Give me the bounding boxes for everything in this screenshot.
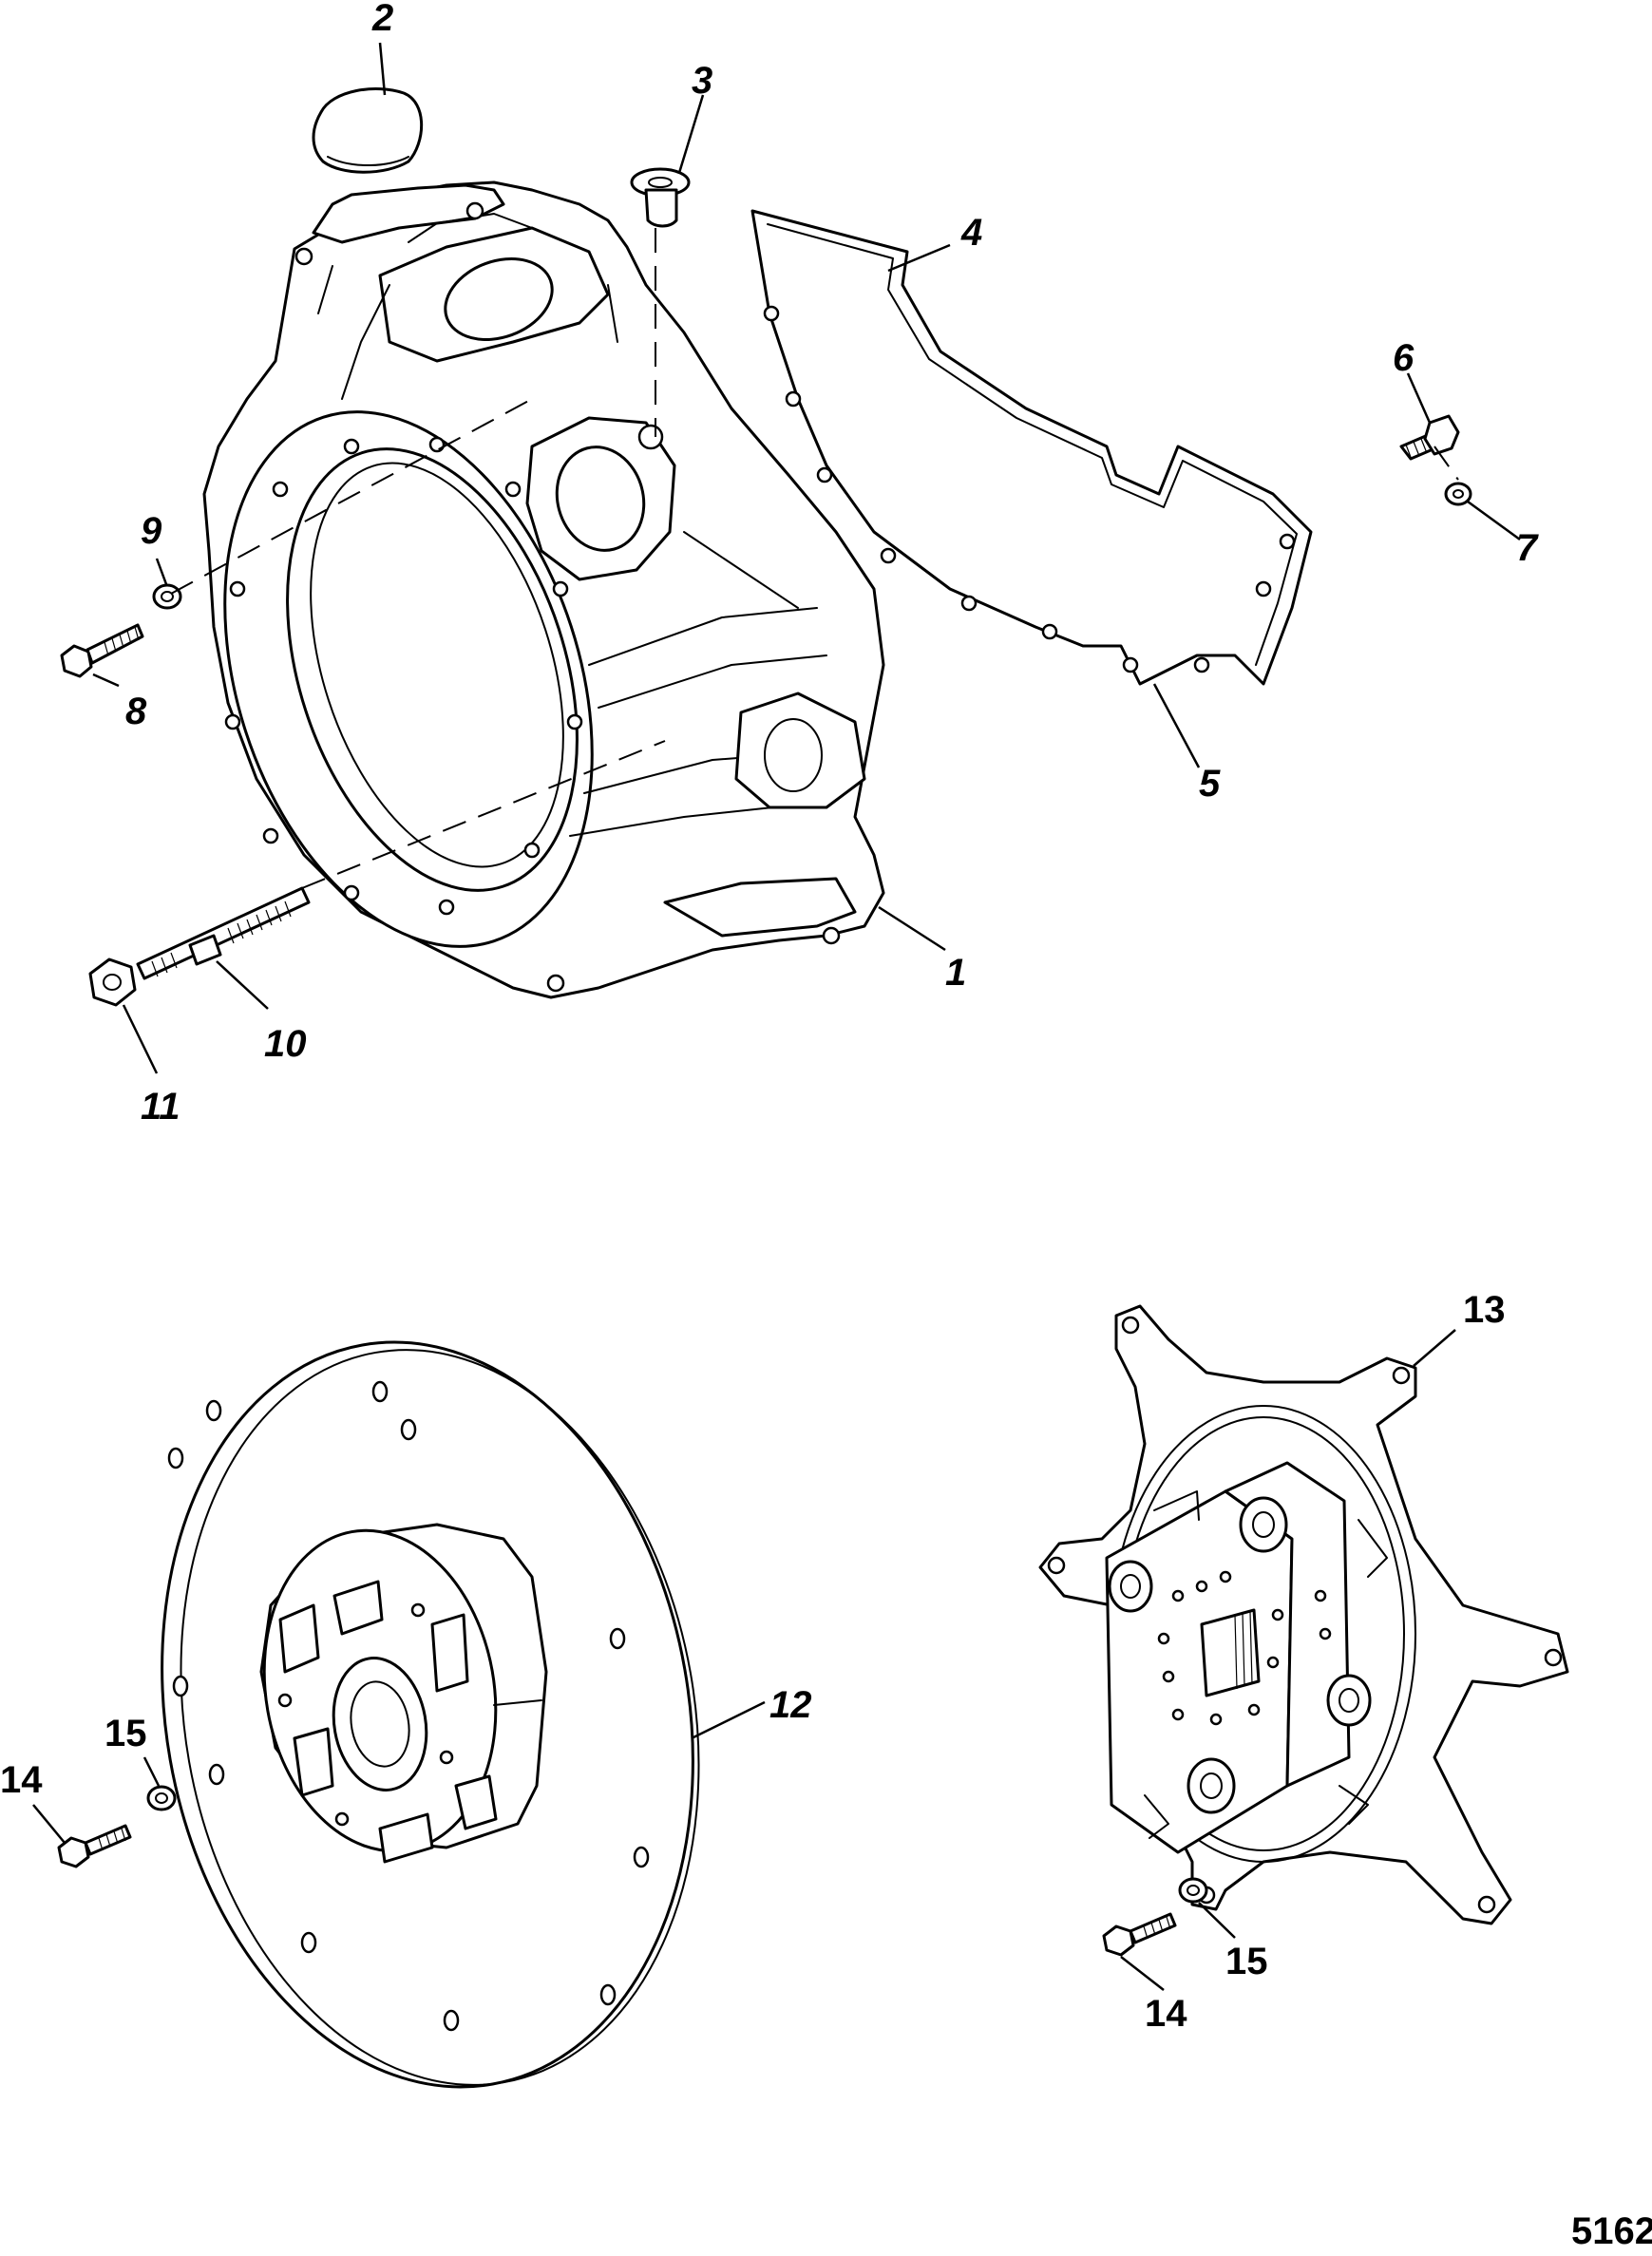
cap-screw-14-left bbox=[57, 1824, 132, 1868]
leader-lines bbox=[32, 42, 1521, 1991]
hex-nut-11 bbox=[88, 957, 137, 1007]
grommet bbox=[630, 167, 691, 228]
cover-plate bbox=[750, 209, 1313, 686]
flywheel-housing bbox=[202, 180, 885, 999]
callout-10: 10 bbox=[264, 1023, 307, 1065]
callout-1: 1 bbox=[945, 952, 966, 994]
callout-labels: 1 2 3 4 5 6 7 8 9 10 11 12 13 14 15 14 1… bbox=[0, 0, 1539, 2035]
callout-15-left: 15 bbox=[104, 1713, 147, 1754]
lock-washer-15-left bbox=[146, 1785, 177, 1811]
callout-9: 9 bbox=[141, 510, 162, 552]
cap-screw-6 bbox=[1399, 414, 1460, 461]
bolt-8 bbox=[60, 623, 144, 678]
cap-screw-14-right bbox=[1102, 1912, 1177, 1957]
callout-7: 7 bbox=[1516, 527, 1539, 569]
callout-2: 2 bbox=[371, 0, 393, 39]
callout-13: 13 bbox=[1463, 1289, 1506, 1331]
callout-11: 11 bbox=[141, 1086, 180, 1128]
callout-3: 3 bbox=[692, 60, 712, 102]
callout-12: 12 bbox=[769, 1684, 812, 1726]
lock-washer-7 bbox=[1444, 482, 1472, 506]
callout-4: 4 bbox=[960, 212, 982, 254]
callout-14-left: 14 bbox=[0, 1759, 43, 1801]
figure-number: 5162 bbox=[1571, 2210, 1652, 2252]
callout-15-right: 15 bbox=[1225, 1941, 1268, 1982]
lock-washer-15-right bbox=[1178, 1877, 1208, 1904]
callout-5: 5 bbox=[1199, 763, 1221, 805]
alignment-lines bbox=[170, 228, 1459, 889]
expansion-plug bbox=[312, 87, 424, 174]
stud-10 bbox=[136, 886, 311, 980]
callout-6: 6 bbox=[1393, 337, 1415, 379]
callout-14-right: 14 bbox=[1145, 1993, 1187, 2035]
callout-8: 8 bbox=[125, 691, 147, 732]
drive-coupler bbox=[1038, 1304, 1569, 1925]
lock-washer-9 bbox=[152, 583, 182, 610]
drive-plate bbox=[161, 1340, 700, 2089]
